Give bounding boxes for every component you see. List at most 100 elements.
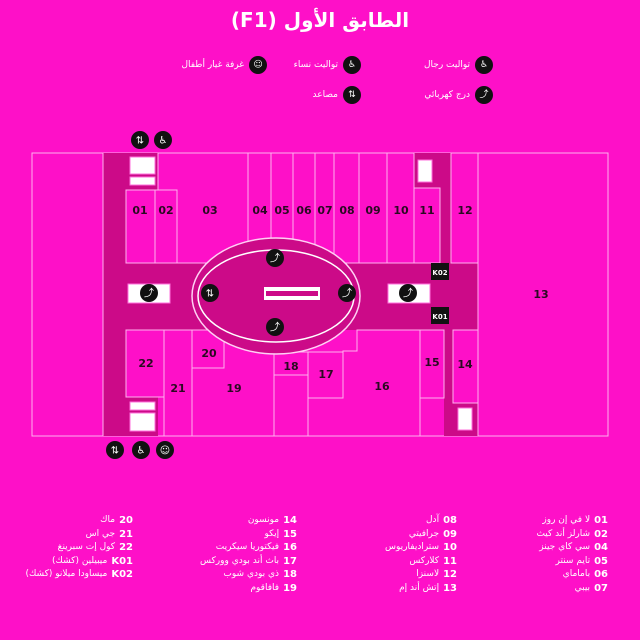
directory-name: لاسنزا xyxy=(416,569,440,580)
escalator-icon xyxy=(266,249,284,267)
directory-number: 21 xyxy=(119,528,133,540)
toilet-block xyxy=(417,159,433,183)
store-11[interactable] xyxy=(413,187,441,264)
directory-number: 16 xyxy=(283,542,297,554)
directory-name: فافاقوم xyxy=(250,582,280,593)
directory-name: جي اس xyxy=(85,528,116,539)
unit-label: 21 xyxy=(170,382,185,395)
accessible-toilet-icon xyxy=(154,131,172,149)
escalator-icon xyxy=(399,284,417,302)
elevator-icon-glyph: ⇅ xyxy=(136,136,144,147)
unit-label: 13 xyxy=(533,288,548,301)
accessible-toilet-icon xyxy=(132,441,150,459)
baby-change-icon xyxy=(156,441,174,459)
directory-number: 02 xyxy=(594,528,608,540)
store-21[interactable] xyxy=(163,329,193,437)
elevator-icon xyxy=(131,131,149,149)
toilet-block xyxy=(129,176,156,186)
store-09[interactable] xyxy=(358,152,388,264)
legend-baby-change: ☺ غرفة غيار أطفال xyxy=(181,56,267,74)
directory-name: كلاركس xyxy=(409,555,440,566)
directory-name: بيبي xyxy=(574,582,591,593)
escalator-icon xyxy=(140,284,158,302)
store-10[interactable] xyxy=(386,152,415,264)
unit-label: 01 xyxy=(132,204,147,217)
directory-number: 12 xyxy=(443,569,457,581)
floor-title: الطابق الأول (F1) xyxy=(230,8,410,32)
directory-name: كول إت سبرينغ xyxy=(57,542,116,553)
store-08[interactable] xyxy=(333,152,360,264)
directory-name: ماك xyxy=(100,515,116,525)
toilet-block xyxy=(129,401,156,411)
legend-label: تواليت نساء xyxy=(293,60,338,70)
directory-name: باماماي xyxy=(562,569,591,580)
escalator-icon-glyph: ⤴ xyxy=(270,252,280,265)
elevator-icon-glyph: ⇅ xyxy=(206,289,214,300)
directory-name: إيكو xyxy=(264,528,280,539)
directory-number: 10 xyxy=(443,542,457,554)
kiosk-k02[interactable] xyxy=(431,263,449,280)
legend-men-toilet: ♿تواليت رجال xyxy=(424,56,493,74)
unit-label: 04 xyxy=(252,204,268,217)
directory-number: 09 xyxy=(443,528,457,540)
escalator-icon-glyph: ⤴ xyxy=(403,287,413,300)
accessible-toilet-icon-glyph: ♿ xyxy=(137,446,146,457)
directory-name: إتش أند إم xyxy=(399,582,440,593)
unit-label: 15 xyxy=(424,356,439,369)
unit-label: 14 xyxy=(457,358,473,371)
unit-label: 16 xyxy=(374,380,390,393)
elevator-icon xyxy=(106,441,124,459)
elevator-icon-glyph: ⇅ xyxy=(111,446,119,457)
elevator-icon: ⇅ xyxy=(343,86,361,104)
escalator-icon xyxy=(266,318,284,336)
directory-number: 11 xyxy=(443,555,457,567)
unit-label: 10 xyxy=(393,204,409,217)
unit-label: 03 xyxy=(202,204,217,217)
store-12[interactable] xyxy=(450,152,479,264)
directory-number: 14 xyxy=(283,515,297,526)
directory-name: ذي بودي شوب xyxy=(223,569,280,580)
store-02[interactable] xyxy=(154,189,178,264)
kiosk-k01[interactable] xyxy=(431,307,449,324)
unit-label: 17 xyxy=(318,368,333,381)
store-22[interactable] xyxy=(125,329,165,398)
directory-number: 13 xyxy=(443,582,457,594)
legend-label: تواليت رجال xyxy=(423,60,470,70)
directory-number: 04 xyxy=(594,542,608,554)
store-13[interactable] xyxy=(477,152,609,437)
baby-change-icon: ☺ xyxy=(249,56,267,74)
directory-number: 07 xyxy=(594,582,608,594)
legend-elevator: ⇅مصاعد xyxy=(313,86,361,104)
directory-number: 17 xyxy=(283,555,297,567)
store-15[interactable] xyxy=(419,329,445,399)
toilet-block xyxy=(129,412,156,432)
store-01[interactable] xyxy=(125,189,156,264)
escalator-icon: ⤴ xyxy=(475,86,493,104)
unit-label: 05 xyxy=(274,204,289,217)
anchor-store[interactable] xyxy=(31,152,104,437)
unit-label: 12 xyxy=(457,204,472,217)
unit-label: 02 xyxy=(158,204,173,217)
store-17[interactable] xyxy=(307,351,344,399)
directory-number: K01 xyxy=(111,555,133,567)
store-14[interactable] xyxy=(452,329,479,404)
directory-number: K02 xyxy=(111,569,133,581)
escalator-icon-glyph: ⤴ xyxy=(144,287,154,300)
legend-label: غرفة غيار أطفال xyxy=(181,60,244,70)
